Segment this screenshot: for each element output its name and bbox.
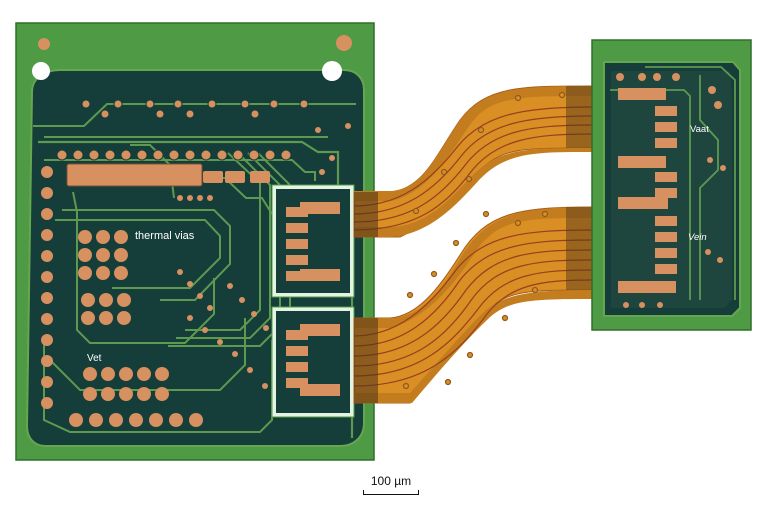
vet-label: Vet (87, 353, 102, 364)
main-rigid-board (15, 22, 375, 461)
scale-bar-label: 100 µm (370, 474, 412, 488)
thermal-vias-label: thermal vias (135, 230, 195, 242)
right-rigid-board (591, 39, 752, 331)
left-pad-column (41, 166, 53, 409)
vaat-label: Vaat (690, 124, 709, 135)
scale-bar: 100 µm (363, 474, 419, 496)
flex-cable (353, 85, 593, 404)
scale-bar-line (363, 490, 419, 495)
thermal-via-cluster (78, 230, 131, 325)
lower-pads (69, 367, 203, 427)
vein-label: Vein (688, 232, 707, 243)
